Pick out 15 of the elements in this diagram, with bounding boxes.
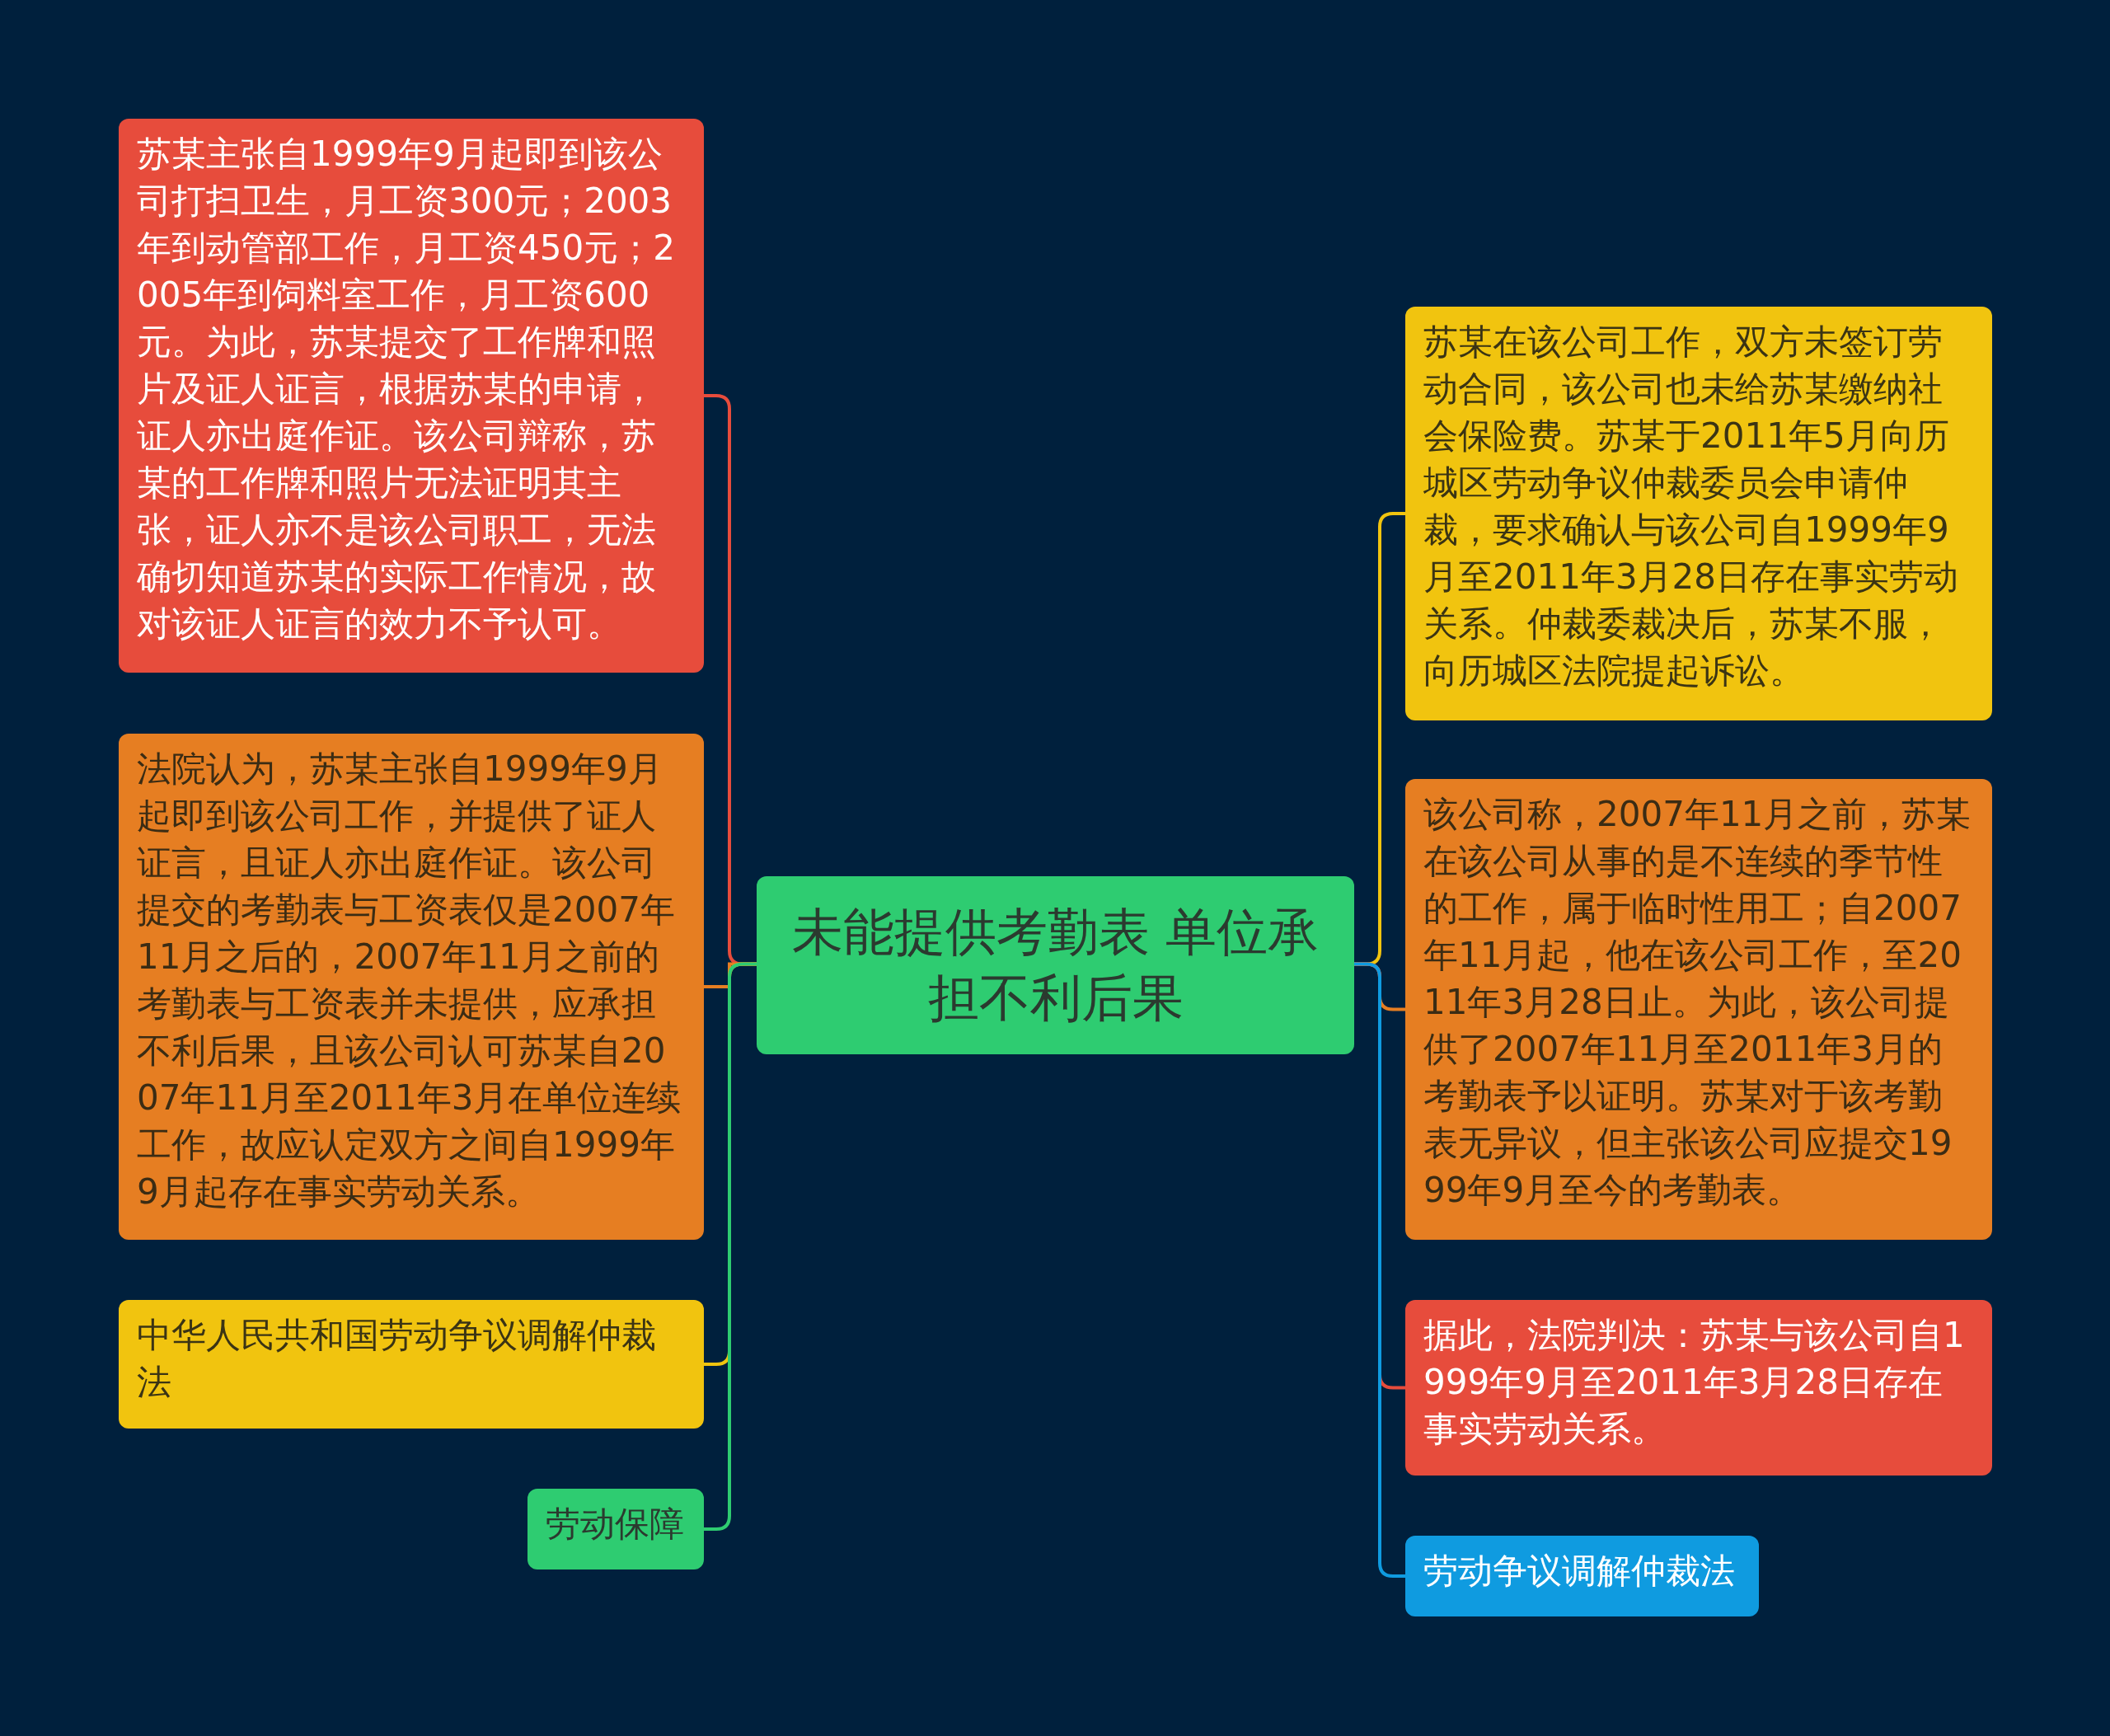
topic-text: 该公司称，2007年11月之前，苏某在该公司从事的是不连续的季节性的工作，属于临时性用工；自2007年11月起，他在该公司工作，至2011年3月28日止。为此，该公司提供了2007年11月至2011年3月的考勤表予以证明。苏某对于该考勤表无异议，但主张该公司应提交1999年9月至今的考勤表。 [1423, 793, 1972, 1212]
topic-box [119, 1300, 704, 1429]
topic-box [528, 1489, 704, 1569]
topic-text: 法院认为，苏某主张自1999年9月起即到该公司工作，并提供了证人证言，且证人亦出庭作证。该公司提交的考勤表与工资表仅是2007年11月之后的，2007年11月之前的考勤表与工资表并未提供，应承担不利后果，且该公司认可苏某自2007年11月至2011年3月在单位连续工作，故应认定双方之间自1999年9月起存在事实劳动关系。 [137, 748, 682, 1213]
central-topic-box [757, 876, 1354, 1054]
topic-text: 中华人民共和国劳动争议调解仲裁法 [137, 1314, 657, 1404]
topic-text: 苏某主张自1999年9月起即到该公司打扫卫生，月工资300元；2003年到动管部工作，月工资450元；2005年到饲料室工作，月工资600元。为此，苏某提交了工作牌和照片及证人证言，根据苏某的申请，证人亦出庭作证。该公司辩称，苏某的工作牌和照片无法证明其主张，证人亦不是该公司职工，无法确切知道苏某的实际工作情况，故对该证人证言的效力不予认可。 [137, 133, 676, 645]
topic-box [1405, 307, 1992, 720]
topic-box [1405, 1536, 1759, 1616]
topic-text: 苏某在该公司工作，双方未签订劳动合同，该公司也未给苏某缴纳社会保险费。苏某于2011年5月向历城区劳动争议仲裁委员会申请仲裁，要求确认与该公司自1999年9月至2011年3月28日存在事实劳动关系。仲裁委裁决后，苏某不服，向历城区法院提起诉讼。 [1423, 321, 1960, 692]
topic-text: 据此，法院判决：苏某与该公司自1999年9月至2011年3月28日存在事实劳动关系。 [1423, 1314, 1966, 1451]
topic-box [1405, 1300, 1992, 1476]
topic-text: 劳动保障 [546, 1503, 685, 1546]
topic-text: 未能提供考勤表 单位承担不利后果 [790, 901, 1320, 1030]
topic-text: 劳动争议调解仲裁法 [1423, 1550, 1736, 1593]
